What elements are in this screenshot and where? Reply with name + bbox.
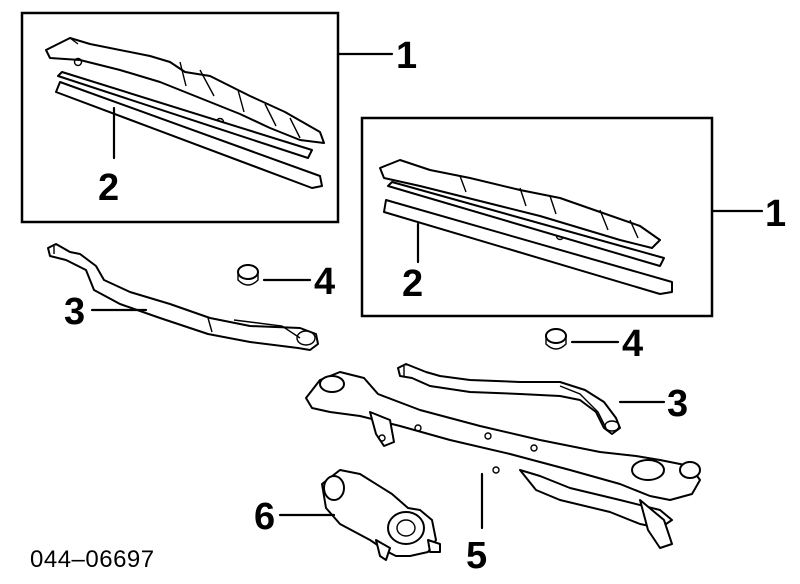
diagram-code: 044–06697 xyxy=(30,546,155,573)
blade-assembly-right: 2 xyxy=(360,116,714,318)
blade-refill-right xyxy=(387,181,665,267)
wiper-arm-left xyxy=(47,243,319,351)
pivot-cap-left xyxy=(237,264,259,286)
callout-5: 5 xyxy=(466,535,487,577)
callout-3-right: 3 xyxy=(667,383,688,425)
blade-rubber-left xyxy=(55,81,323,189)
blade-frame-left xyxy=(45,37,325,144)
blade-box-left xyxy=(20,11,340,224)
callout-2-left: 2 xyxy=(98,167,119,209)
callout-3-left: 3 xyxy=(64,291,85,333)
callout-1-left: 1 xyxy=(396,35,417,77)
blade-refill-left xyxy=(57,71,313,159)
blade-frame-right xyxy=(379,159,661,249)
callout-4-left: 4 xyxy=(314,261,335,303)
pivot-cap-right xyxy=(545,328,567,350)
blade-assembly-left: 2 xyxy=(20,11,340,224)
blade-box-right xyxy=(360,116,714,318)
callout-2-right: 2 xyxy=(402,263,423,305)
wiper-motor xyxy=(321,469,441,561)
wiper-linkage xyxy=(305,371,701,549)
callout-4-right: 4 xyxy=(622,323,643,365)
blade-rubber-right xyxy=(383,199,673,295)
callout-6: 6 xyxy=(254,496,275,538)
callout-1-right: 1 xyxy=(765,193,786,235)
wiper-arm-right xyxy=(397,363,621,435)
